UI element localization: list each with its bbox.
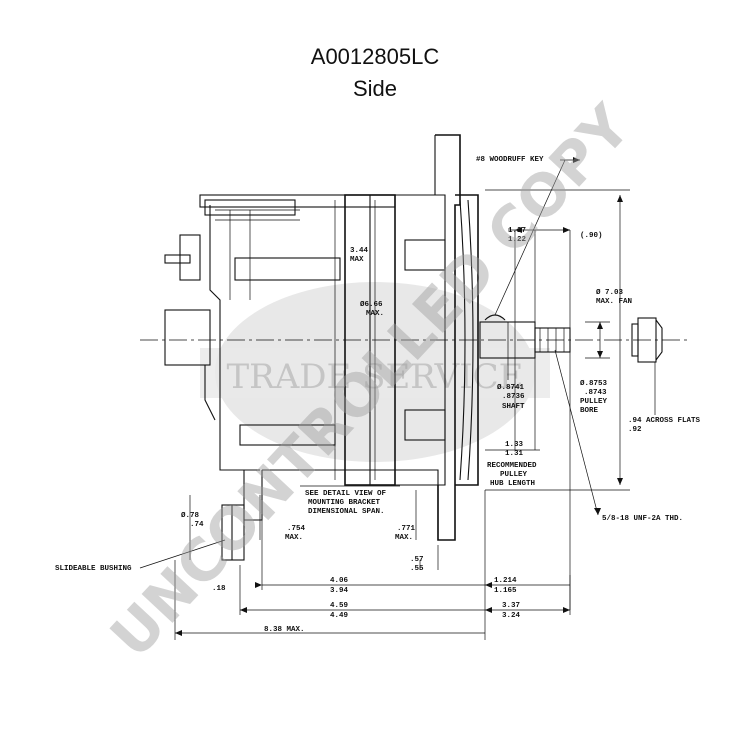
label-055: .55 <box>410 565 424 573</box>
label-703-fan: MAX. FAN <box>596 298 632 306</box>
label-slideable-bushing: SLIDEABLE BUSHING <box>55 565 132 573</box>
label-1165: 1.165 <box>494 587 517 595</box>
cooling-fan <box>455 194 479 486</box>
dimension-arrows <box>175 157 623 636</box>
label-woodruff: #8 WOODRUFF KEY <box>476 156 544 164</box>
label-057: .57 <box>410 556 424 564</box>
label-see-detail-1: SEE DETAIL VIEW OF <box>305 490 387 498</box>
label-771-max: MAX. <box>395 534 413 542</box>
label-hub-length: HUB LENGTH <box>490 480 535 488</box>
label-703: Ø 7.03 <box>596 288 624 297</box>
label-449: 4.49 <box>330 612 349 620</box>
label-thread: 5/8-18 UNF-2A THD. <box>602 515 683 523</box>
stator-body <box>344 194 446 486</box>
label-8753: Ø.8753 <box>580 379 608 388</box>
label-1-22: 1.22 <box>508 236 527 244</box>
label-344-max: MAX <box>350 256 364 264</box>
label-094: .94 ACROSS FLATS <box>628 417 701 425</box>
label-bore: BORE <box>580 407 599 415</box>
label-pulley-hub: PULLEY <box>500 471 528 479</box>
label-838: 8.38 MAX. <box>264 626 305 634</box>
label-078: Ø.78 <box>181 511 200 520</box>
label-337: 3.37 <box>502 602 520 610</box>
label-8743: .8743 <box>584 389 607 397</box>
label-090: (.90) <box>580 232 603 240</box>
label-074: .74 <box>190 521 204 529</box>
label-shaft: SHAFT <box>502 403 525 411</box>
label-8741: Ø.8741 <box>497 383 525 392</box>
label-754: .754 <box>287 525 306 533</box>
dimension-lines <box>139 159 656 640</box>
label-092: .92 <box>628 426 642 434</box>
label-pulley: PULLEY <box>580 398 608 406</box>
label-771: .771 <box>397 525 416 533</box>
label-131: 1.31 <box>505 450 524 458</box>
label-see-detail-3: DIMENSIONAL SPAN. <box>308 508 385 516</box>
label-344: 3.44 <box>350 247 369 255</box>
view-subtitle: Side <box>352 76 398 101</box>
label-406: 4.06 <box>330 577 349 585</box>
diagram-title: A0012805LC <box>310 44 440 69</box>
dimension-labels: #8 WOODRUFF KEY 1.27 1.22 (.90) 3.44 MAX… <box>55 156 701 634</box>
label-394: 3.94 <box>330 587 349 595</box>
label-666-max: MAX. <box>366 310 384 318</box>
label-see-detail-2: MOUNTING BRACKET <box>308 499 381 507</box>
label-1-27: 1.27 <box>508 227 526 235</box>
rear-housing <box>164 194 396 471</box>
label-324: 3.24 <box>502 612 521 620</box>
label-133: 1.33 <box>505 441 524 449</box>
label-459: 4.59 <box>330 602 349 610</box>
label-8736: .8736 <box>502 393 525 401</box>
label-666: Ø6.66 <box>360 300 383 309</box>
uncontrolled-copy-watermark: UNCONTROLLED COPY <box>97 91 644 670</box>
label-1214: 1.214 <box>494 577 517 585</box>
label-754-max: MAX. <box>285 534 303 542</box>
label-018: .18 <box>212 585 226 593</box>
label-recommended: RECOMMENDED <box>487 462 537 470</box>
